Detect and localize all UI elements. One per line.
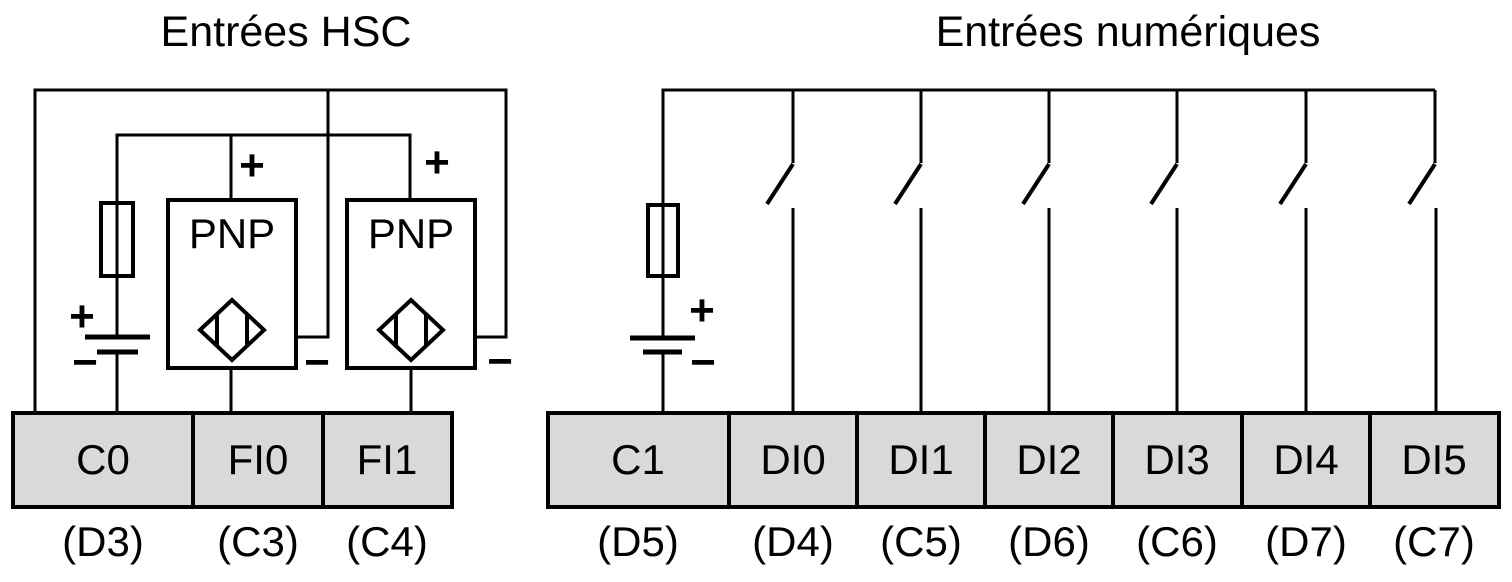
terminal-label: FI0: [228, 436, 289, 483]
pin-label: (C6): [1136, 518, 1218, 565]
pin-label: (C4): [346, 518, 428, 565]
pnp2-minus-sign: −: [487, 337, 513, 386]
current-source-icon: [197, 297, 267, 363]
fuse-icon: [99, 201, 135, 278]
switch-icon-di1: [893, 90, 923, 413]
terminal-cell: [727, 411, 859, 509]
wire: [115, 133, 412, 337]
battery-minus-sign: −: [72, 338, 98, 387]
switch-icon-di2: [1021, 90, 1051, 413]
terminal-block-hsc: C0 FI0 FI1 (D3) (C3) (C4): [11, 411, 454, 565]
pin-label: (C3): [217, 518, 299, 565]
current-source-icon: [376, 297, 446, 363]
pnp-sensor-label: PNP: [189, 210, 275, 257]
pin-label: (C7): [1393, 518, 1475, 565]
pnp-sensor-label: PNP: [368, 210, 454, 257]
wire: [33, 88, 508, 413]
diamond-shape: [376, 297, 446, 363]
terminal-label: DI2: [1016, 436, 1081, 483]
switch-icon-di4: [1278, 90, 1308, 413]
pin-label: (D6): [1008, 518, 1090, 565]
terminal-cell: [321, 411, 454, 509]
terminal-label: C0: [76, 436, 130, 483]
terminal-cell: [1111, 411, 1244, 509]
terminal-cell: [1240, 411, 1372, 509]
switch-blade: [893, 162, 923, 206]
battery-minus-sign: −: [690, 338, 716, 387]
switch-icon-di3: [1149, 90, 1179, 413]
battery-plus-sign: +: [689, 286, 715, 335]
battery-icon: [85, 334, 150, 355]
switch-blade: [1149, 162, 1179, 206]
switch-blade: [1407, 162, 1437, 206]
switch-blade: [1021, 162, 1051, 206]
terminal-label: DI3: [1144, 436, 1209, 483]
terminal-label: DI4: [1273, 436, 1338, 483]
terminal-cell: [855, 411, 987, 509]
wire: [296, 90, 330, 339]
switch-blade: [1278, 162, 1308, 206]
pin-label: (D3): [62, 518, 144, 565]
pnp-sensor-2: PNP: [345, 198, 477, 370]
battery-plus-sign: +: [69, 292, 95, 341]
terminal-cell: [191, 411, 325, 509]
switch-icon-di0: [765, 90, 795, 413]
pin-label: (D5): [597, 518, 679, 565]
pnp1-minus-sign: −: [304, 338, 330, 387]
terminal-cell: [546, 411, 731, 509]
terminal-label: DI0: [760, 436, 825, 483]
terminal-label: FI1: [357, 436, 418, 483]
pin-label: (C5): [880, 518, 962, 565]
digital-inputs-section: Entrées numériques + −: [546, 8, 1501, 565]
terminal-label: C1: [611, 436, 665, 483]
pnp-sensor-box: [345, 198, 477, 370]
pnp1-plus-sign: +: [239, 141, 265, 190]
pnp-sensor-1: PNP: [166, 198, 298, 370]
hsc-section-title: Entrées HSC: [161, 8, 412, 56]
pnp2-plus-sign: +: [424, 138, 450, 187]
switch-icon-di5: [1407, 90, 1438, 413]
pnp-sensor-box: [166, 198, 298, 370]
terminal-cell: [1368, 411, 1501, 509]
battery-icon: [630, 335, 695, 355]
digital-section-title: Entrées numériques: [936, 8, 1321, 56]
diamond-shape: [197, 297, 267, 363]
terminal-cell: [983, 411, 1115, 509]
switch-blade: [765, 162, 795, 206]
pin-label: (D7): [1265, 518, 1347, 565]
terminal-block-digital: C1 DI0 DI1 DI2 DI3 DI4 DI5 (D5) (D4) (C5…: [546, 411, 1501, 565]
pin-label: (D4): [752, 518, 834, 565]
terminal-cell: [11, 411, 195, 509]
terminal-label: DI5: [1401, 436, 1466, 483]
hsc-inputs-section: Entrées HSC + − PNP: [11, 8, 513, 565]
fuse-icon: [646, 203, 680, 278]
terminal-label: DI1: [888, 436, 953, 483]
